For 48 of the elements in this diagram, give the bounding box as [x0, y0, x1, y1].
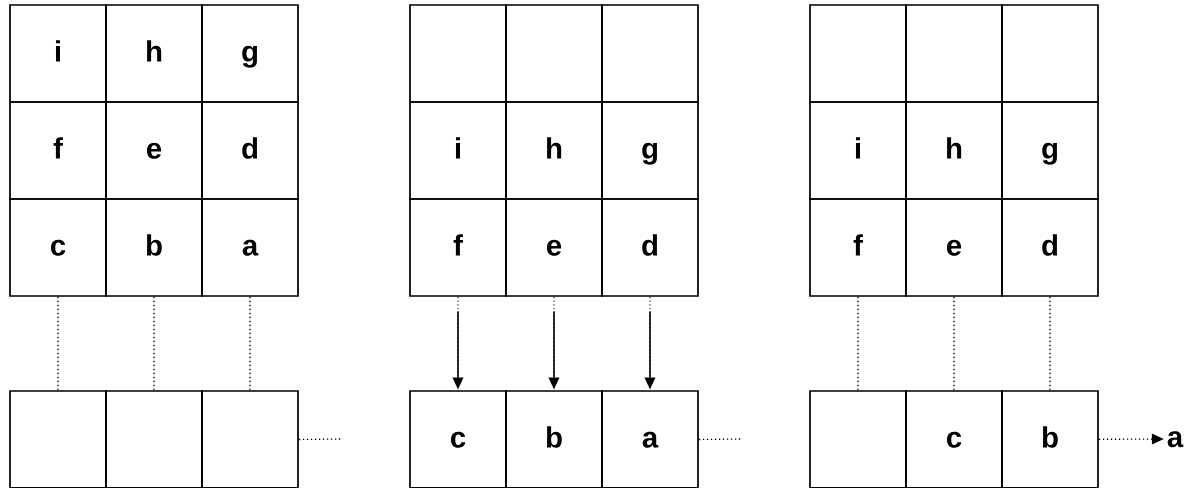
- array-cell: [105, 390, 203, 488]
- dotted-line: [857, 296, 859, 391]
- grid-cell: f: [9, 101, 107, 200]
- array-cell: [9, 390, 107, 488]
- grid-cell: g: [201, 4, 299, 103]
- array-cell: b: [505, 390, 603, 488]
- grid-cell: e: [905, 198, 1003, 297]
- dotted-line: [698, 438, 743, 441]
- dotted-line: [1049, 296, 1051, 391]
- dotted-line: [298, 438, 343, 441]
- arrow: [644, 296, 656, 391]
- arrow: [452, 296, 464, 391]
- letter: a: [1167, 431, 1184, 448]
- grid-cell: c: [9, 198, 107, 297]
- dotted-line: [153, 296, 155, 391]
- array-cell: [809, 390, 907, 488]
- grid-cell: i: [809, 101, 907, 200]
- array-cell: a: [601, 390, 699, 488]
- grid-cell: [409, 4, 507, 103]
- grid-cell: [1001, 4, 1099, 103]
- grid-cell: f: [809, 198, 907, 297]
- grid-cell: [905, 4, 1003, 103]
- grid-cell: b: [105, 198, 203, 297]
- grid-cell: a: [201, 198, 299, 297]
- dotted-line: [953, 296, 955, 391]
- arrow: [548, 296, 560, 391]
- grid-cell: [809, 4, 907, 103]
- grid-cell: i: [409, 101, 507, 200]
- grid-cell: h: [905, 101, 1003, 200]
- grid-cell: [505, 4, 603, 103]
- array-cell: c: [409, 390, 507, 488]
- grid-cell: h: [105, 4, 203, 103]
- array-cell: c: [905, 390, 1003, 488]
- dotted-line: [57, 296, 59, 391]
- array-cell: [201, 390, 299, 488]
- grid-cell: e: [105, 101, 203, 200]
- grid-cell: [601, 4, 699, 103]
- dotted-line: [249, 296, 251, 391]
- grid-cell: f: [409, 198, 507, 297]
- grid-cell: g: [1001, 101, 1099, 200]
- grid-cell: d: [1001, 198, 1099, 297]
- array-cell: b: [1001, 390, 1099, 488]
- grid-cell: i: [9, 4, 107, 103]
- grid-cell: g: [601, 101, 699, 200]
- grid-cell: d: [601, 198, 699, 297]
- grid-cell: e: [505, 198, 603, 297]
- grid-cell: h: [505, 101, 603, 200]
- grid-cell: d: [201, 101, 299, 200]
